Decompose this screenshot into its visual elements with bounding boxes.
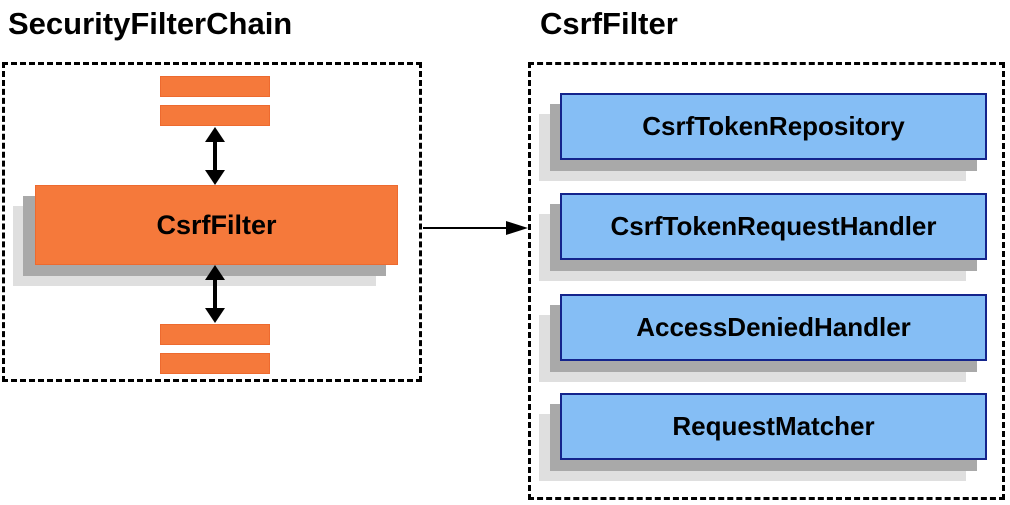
- component-box-label: CsrfTokenRepository: [642, 111, 905, 141]
- right-arrow-icon: [423, 221, 528, 235]
- component-box-csrf-token-request-handler: CsrfTokenRequestHandler: [560, 193, 987, 260]
- csrf-filter-panel: [528, 62, 1005, 500]
- csrf-filter-title: CsrfFilter: [540, 6, 678, 41]
- security-filter-chain-title: SecurityFilterChain: [8, 6, 293, 41]
- csrf-filter-box-label: CsrfFilter: [156, 209, 277, 240]
- component-box-label: AccessDeniedHandler: [636, 312, 911, 342]
- up-down-arrow-icon: [205, 265, 225, 323]
- component-box-csrf-token-repository: CsrfTokenRepository: [560, 93, 987, 160]
- filter-bar-top-1: [160, 76, 270, 97]
- component-box-label: RequestMatcher: [672, 411, 875, 441]
- filter-bar-top-2: [160, 105, 270, 126]
- component-box-request-matcher: RequestMatcher: [560, 393, 987, 460]
- filter-bar-bottom-2: [160, 353, 270, 374]
- component-box-label: CsrfTokenRequestHandler: [610, 211, 937, 241]
- csrf-filter-box: CsrfFilter: [35, 185, 398, 265]
- filter-bar-bottom-1: [160, 324, 270, 345]
- security-filter-chain-panel: [2, 62, 422, 382]
- up-down-arrow-icon: [205, 127, 225, 185]
- component-box-access-denied-handler: AccessDeniedHandler: [560, 294, 987, 361]
